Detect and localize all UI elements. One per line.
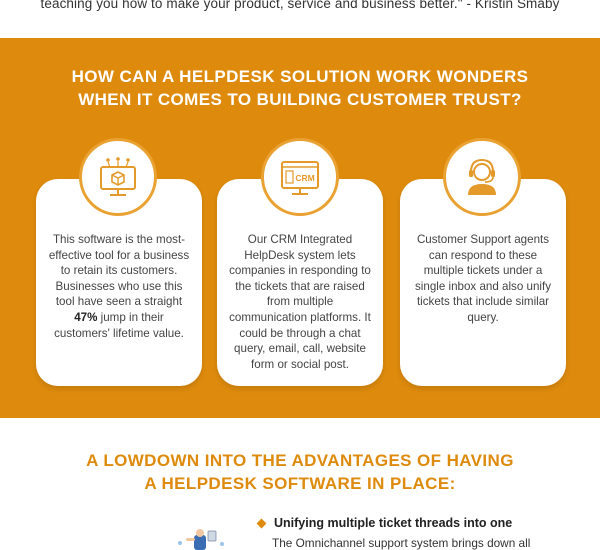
crm-icon-label: CRM xyxy=(295,173,314,183)
crm-monitor-icon: CRM xyxy=(261,138,339,216)
advantage-item-title-text: Unifying multiple ticket threads into on… xyxy=(274,516,513,530)
diamond-bullet-icon xyxy=(256,518,267,528)
card-text-part: This software is the most-effective tool… xyxy=(48,233,190,309)
benefit-card-retention-text: This software is the most-effective tool… xyxy=(46,232,192,341)
advantage-item-body: The Omnichannel support system brings do… xyxy=(272,536,531,550)
advantages-heading-line-1: A LOWDOWN INTO THE ADVANTAGES OF HAVING xyxy=(86,451,514,470)
quote-strip: teaching you how to make your product, s… xyxy=(0,0,600,38)
advantage-item-title: Unifying multiple ticket threads into on… xyxy=(256,516,513,530)
quote-text: teaching you how to make your product, s… xyxy=(40,0,560,11)
benefit-card-support: Customer Support agents can respond to t… xyxy=(400,179,566,386)
trust-section: HOW CAN A HELPDESK SOLUTION WORK WONDERS… xyxy=(0,38,600,418)
monitor-network-icon xyxy=(79,138,157,216)
trust-heading-line-2: WHEN IT COMES TO BUILDING CUSTOMER TRUST… xyxy=(78,90,522,109)
trust-heading-line-1: HOW CAN A HELPDESK SOLUTION WORK WONDERS xyxy=(71,67,529,86)
advantages-heading: A LOWDOWN INTO THE ADVANTAGES OF HAVING … xyxy=(0,449,600,495)
benefit-card-support-text: Customer Support agents can respond to t… xyxy=(415,233,551,324)
trust-section-heading: HOW CAN A HELPDESK SOLUTION WORK WONDERS… xyxy=(0,65,600,111)
card-highlight-value: 47% xyxy=(74,310,98,324)
advantages-heading-line-2: A HELPDESK SOFTWARE IN PLACE: xyxy=(144,474,456,493)
card-text-part: jump in their customers' lifetime value. xyxy=(54,310,184,340)
benefit-card-crm-text: Our CRM Integrated HelpDesk system lets … xyxy=(229,233,371,371)
agent-illustration xyxy=(172,529,232,550)
support-agent-headset-icon xyxy=(443,138,521,216)
